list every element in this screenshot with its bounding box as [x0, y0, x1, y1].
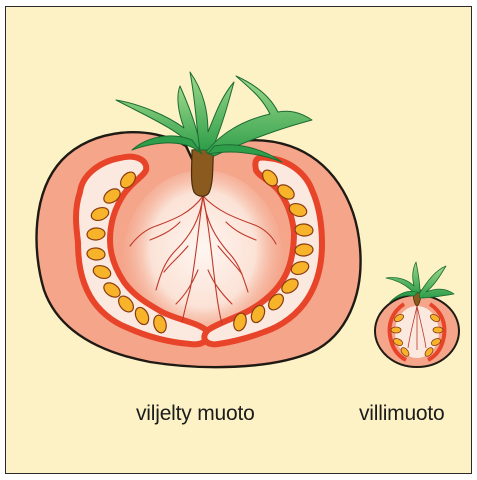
cultivated-stem	[192, 148, 215, 196]
wild-tomato-icon	[375, 262, 459, 367]
cultivated-tomato-icon	[37, 72, 361, 367]
wild-form-label: villimuoto	[359, 402, 445, 426]
cultivated-form-label: viljelty muoto	[136, 402, 255, 426]
wild-calyx-leaves	[386, 262, 454, 302]
